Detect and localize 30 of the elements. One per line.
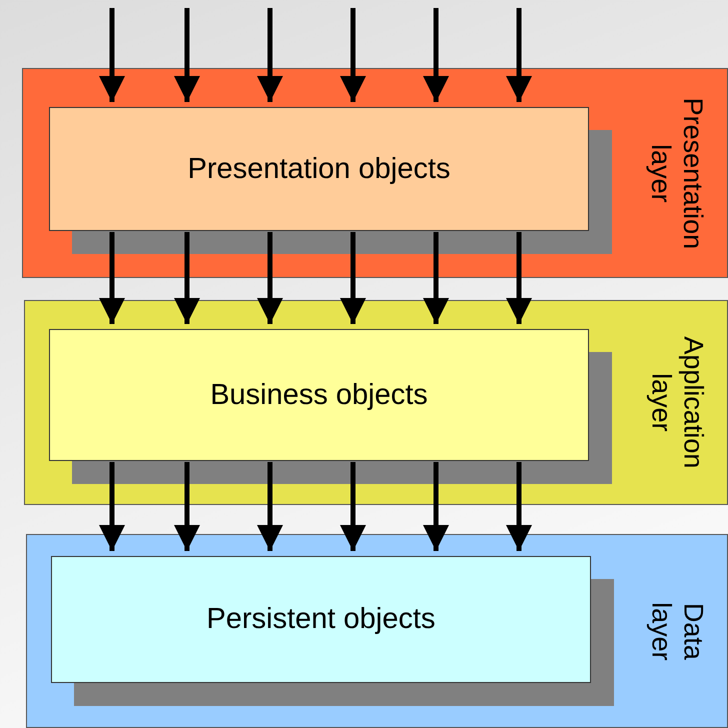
arrow xyxy=(174,232,200,324)
arrow xyxy=(423,462,449,551)
arrow xyxy=(340,462,366,551)
object-box xyxy=(51,556,591,683)
arrow xyxy=(506,232,532,324)
arrow xyxy=(99,232,125,324)
arrow xyxy=(257,8,283,102)
layer-label: Data layer xyxy=(645,602,710,660)
arrow xyxy=(506,8,532,102)
arrow xyxy=(99,462,125,551)
layer-label: Application layer xyxy=(645,336,710,469)
layer-band xyxy=(26,534,728,728)
arrow xyxy=(340,8,366,102)
layer-band xyxy=(24,300,728,505)
box-label: Business objects xyxy=(210,378,428,412)
box-label: Persistent objects xyxy=(206,603,436,636)
arrow xyxy=(423,8,449,102)
object-box xyxy=(49,107,589,231)
box-label: Presentation objects xyxy=(188,152,450,186)
arrow xyxy=(506,462,532,551)
arrow xyxy=(174,8,200,102)
arrow xyxy=(257,462,283,551)
layer-label: Presentation layer xyxy=(645,97,710,249)
layer-band xyxy=(22,68,728,278)
arrow xyxy=(174,462,200,551)
arrow xyxy=(423,232,449,324)
arrow xyxy=(99,8,125,102)
object-box xyxy=(49,329,589,461)
arrow xyxy=(257,232,283,324)
arrow xyxy=(340,232,366,324)
